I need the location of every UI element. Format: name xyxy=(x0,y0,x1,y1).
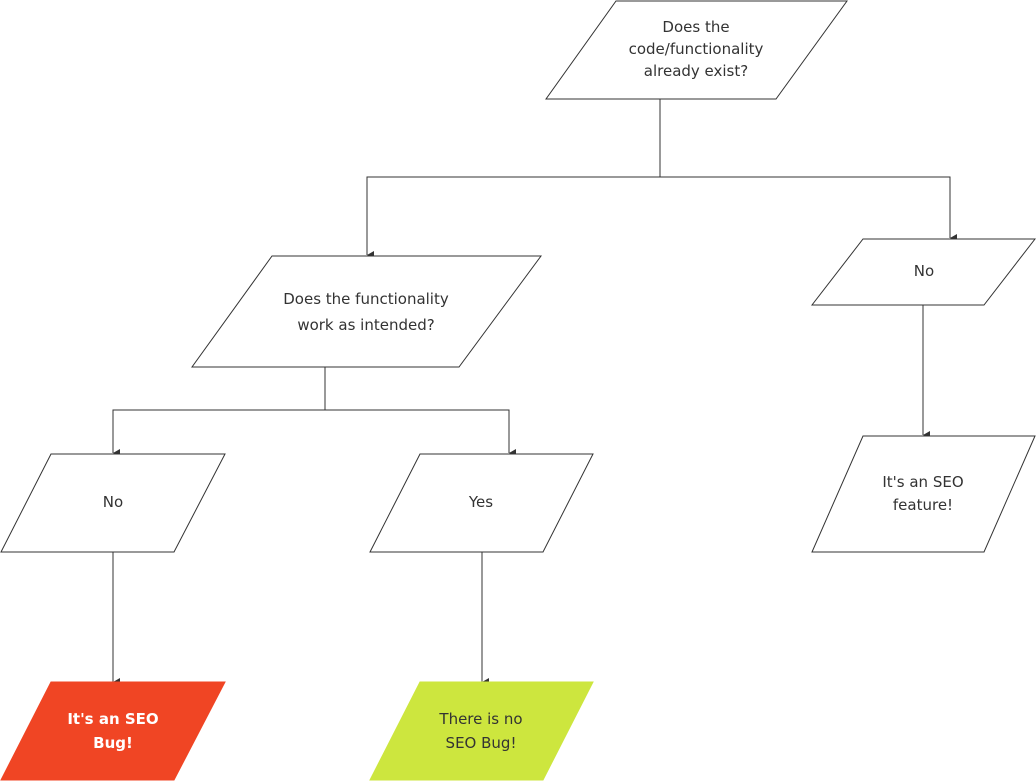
answer-works-yes-shape xyxy=(369,453,594,553)
connector-exists-to-works xyxy=(366,176,660,259)
answer-works-yes-label: Yes xyxy=(468,493,493,511)
answer-exists-no-label: No xyxy=(914,262,934,280)
answer-works-no-node: No xyxy=(0,453,226,553)
answer-exists-no-node: No xyxy=(810,238,1036,306)
question-works-label-1: Does the functionality xyxy=(283,290,449,308)
result-feature-label-2: feature! xyxy=(893,496,953,514)
question-exists-node: Does the code/functionality already exis… xyxy=(545,0,848,100)
question-works-node: Does the functionality work as intended? xyxy=(191,255,542,368)
question-exists-label-3: already exist? xyxy=(644,62,748,80)
result-bug-shape xyxy=(0,681,226,781)
question-works-shape xyxy=(191,255,542,368)
result-feature-label-1: It's an SEO xyxy=(882,473,963,491)
result-bug-label-2: Bug! xyxy=(93,734,133,752)
result-bug-node: It's an SEO Bug! xyxy=(0,681,226,781)
connectors xyxy=(112,99,957,686)
result-no-bug-node: There is no SEO Bug! xyxy=(369,681,594,781)
connector-exists-to-no xyxy=(660,176,957,242)
answer-works-no-shape xyxy=(0,453,226,553)
result-no-bug-label-1: There is no xyxy=(438,710,522,728)
connector-works-to-yes xyxy=(325,409,516,457)
question-exists-shape xyxy=(545,0,848,100)
answer-works-no-label: No xyxy=(103,493,123,511)
question-works-label-2: work as intended? xyxy=(297,316,434,334)
result-bug-label-1: It's an SEO xyxy=(67,710,158,728)
result-no-bug-label-2: SEO Bug! xyxy=(446,734,517,752)
question-exists-label-2: code/functionality xyxy=(629,40,764,58)
question-exists-label-1: Does the xyxy=(662,18,729,36)
result-feature-shape xyxy=(811,435,1036,553)
answer-works-yes-node: Yes xyxy=(369,453,594,553)
result-feature-node: It's an SEO feature! xyxy=(811,435,1036,553)
answer-exists-no-shape xyxy=(810,238,1036,306)
connector-works-to-no xyxy=(112,409,325,457)
result-no-bug-shape xyxy=(369,681,594,781)
